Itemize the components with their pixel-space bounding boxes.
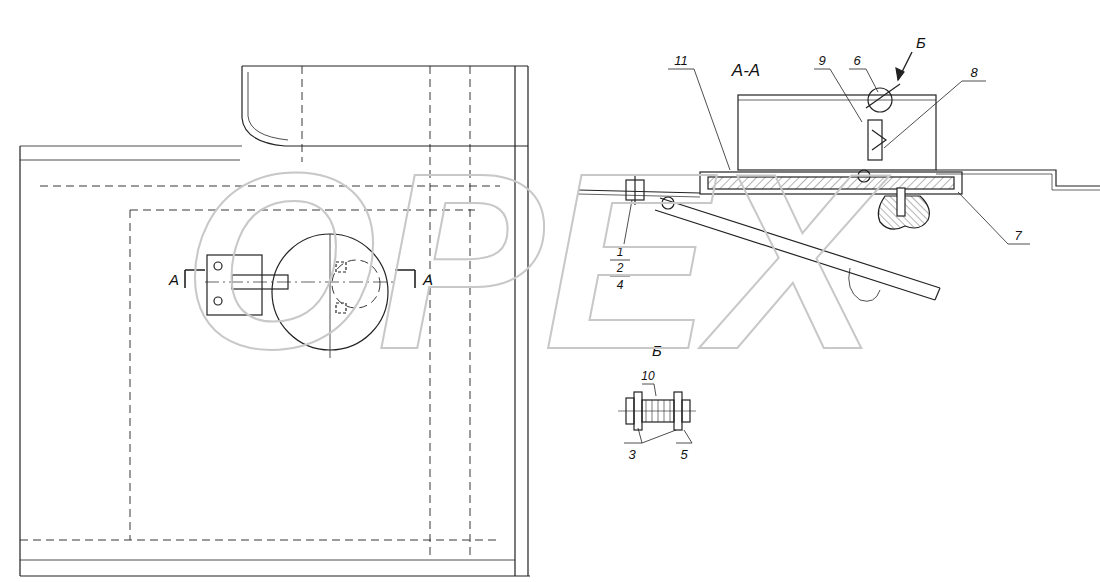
callout-number: 11 bbox=[674, 54, 688, 67]
callout-number: 9 bbox=[818, 54, 825, 67]
callout-number: 1 bbox=[617, 246, 624, 258]
callout-number: 6 bbox=[853, 54, 860, 67]
callout-number: 3 bbox=[628, 448, 635, 461]
section-mark: А bbox=[169, 272, 179, 287]
callout-number: 2 bbox=[617, 262, 624, 274]
view-label: Б bbox=[652, 343, 662, 358]
view-label: Б bbox=[916, 35, 926, 50]
callout-number: 7 bbox=[1014, 229, 1021, 242]
section-label: А-А bbox=[732, 62, 760, 79]
callout-number: 4 bbox=[617, 279, 624, 291]
callout-number: 10 bbox=[641, 370, 654, 382]
section-mark: А bbox=[423, 272, 433, 287]
callout-number: 8 bbox=[970, 66, 977, 79]
callout-number: 5 bbox=[680, 448, 687, 461]
watermark: OPEX bbox=[183, 137, 878, 387]
